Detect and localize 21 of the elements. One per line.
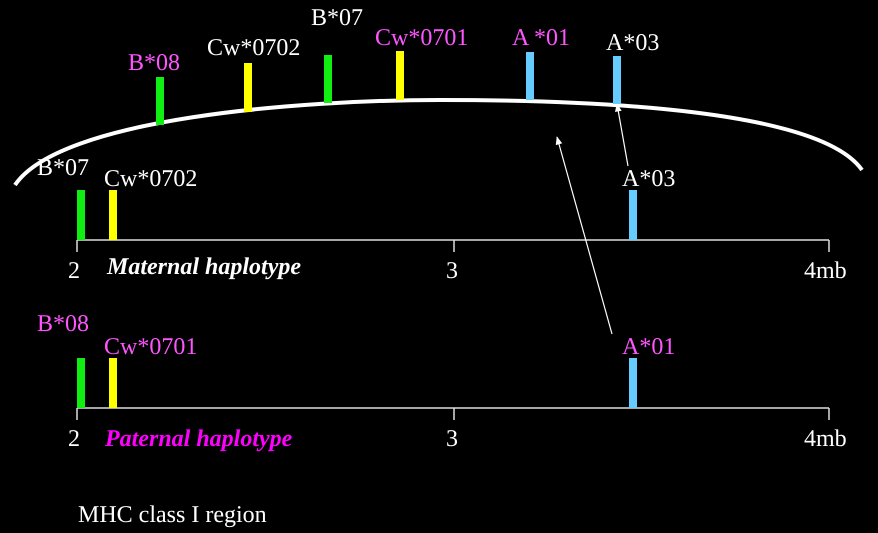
caption-text: MHC class I region — [78, 502, 267, 528]
gene-label: B*08 — [128, 50, 180, 76]
tick-label: 4mb — [804, 426, 847, 452]
gene-label: B*07 — [311, 5, 364, 31]
gene-label: Cw*0702 — [207, 35, 300, 61]
tick-label: 2 — [68, 258, 80, 284]
track-title: Paternal haplotype — [105, 426, 292, 452]
gene-label: A*03 — [606, 30, 660, 56]
tick-label: 3 — [446, 426, 458, 452]
tick-label: 3 — [446, 258, 458, 284]
arrow — [556, 136, 613, 334]
gene-label: A*01 — [622, 334, 676, 360]
gene-label: Cw*0701 — [104, 334, 198, 360]
track-title: Maternal haplotype — [107, 254, 302, 280]
tick-label: 2 — [68, 426, 80, 452]
gene-label: Cw*0702 — [104, 166, 198, 192]
gene-label: B*08 — [37, 311, 90, 337]
gene-label: A *01 — [512, 25, 570, 51]
gene-label: Cw*0701 — [375, 25, 468, 51]
gene-label: A*03 — [622, 166, 676, 192]
tick-label: 4mb — [804, 258, 847, 284]
